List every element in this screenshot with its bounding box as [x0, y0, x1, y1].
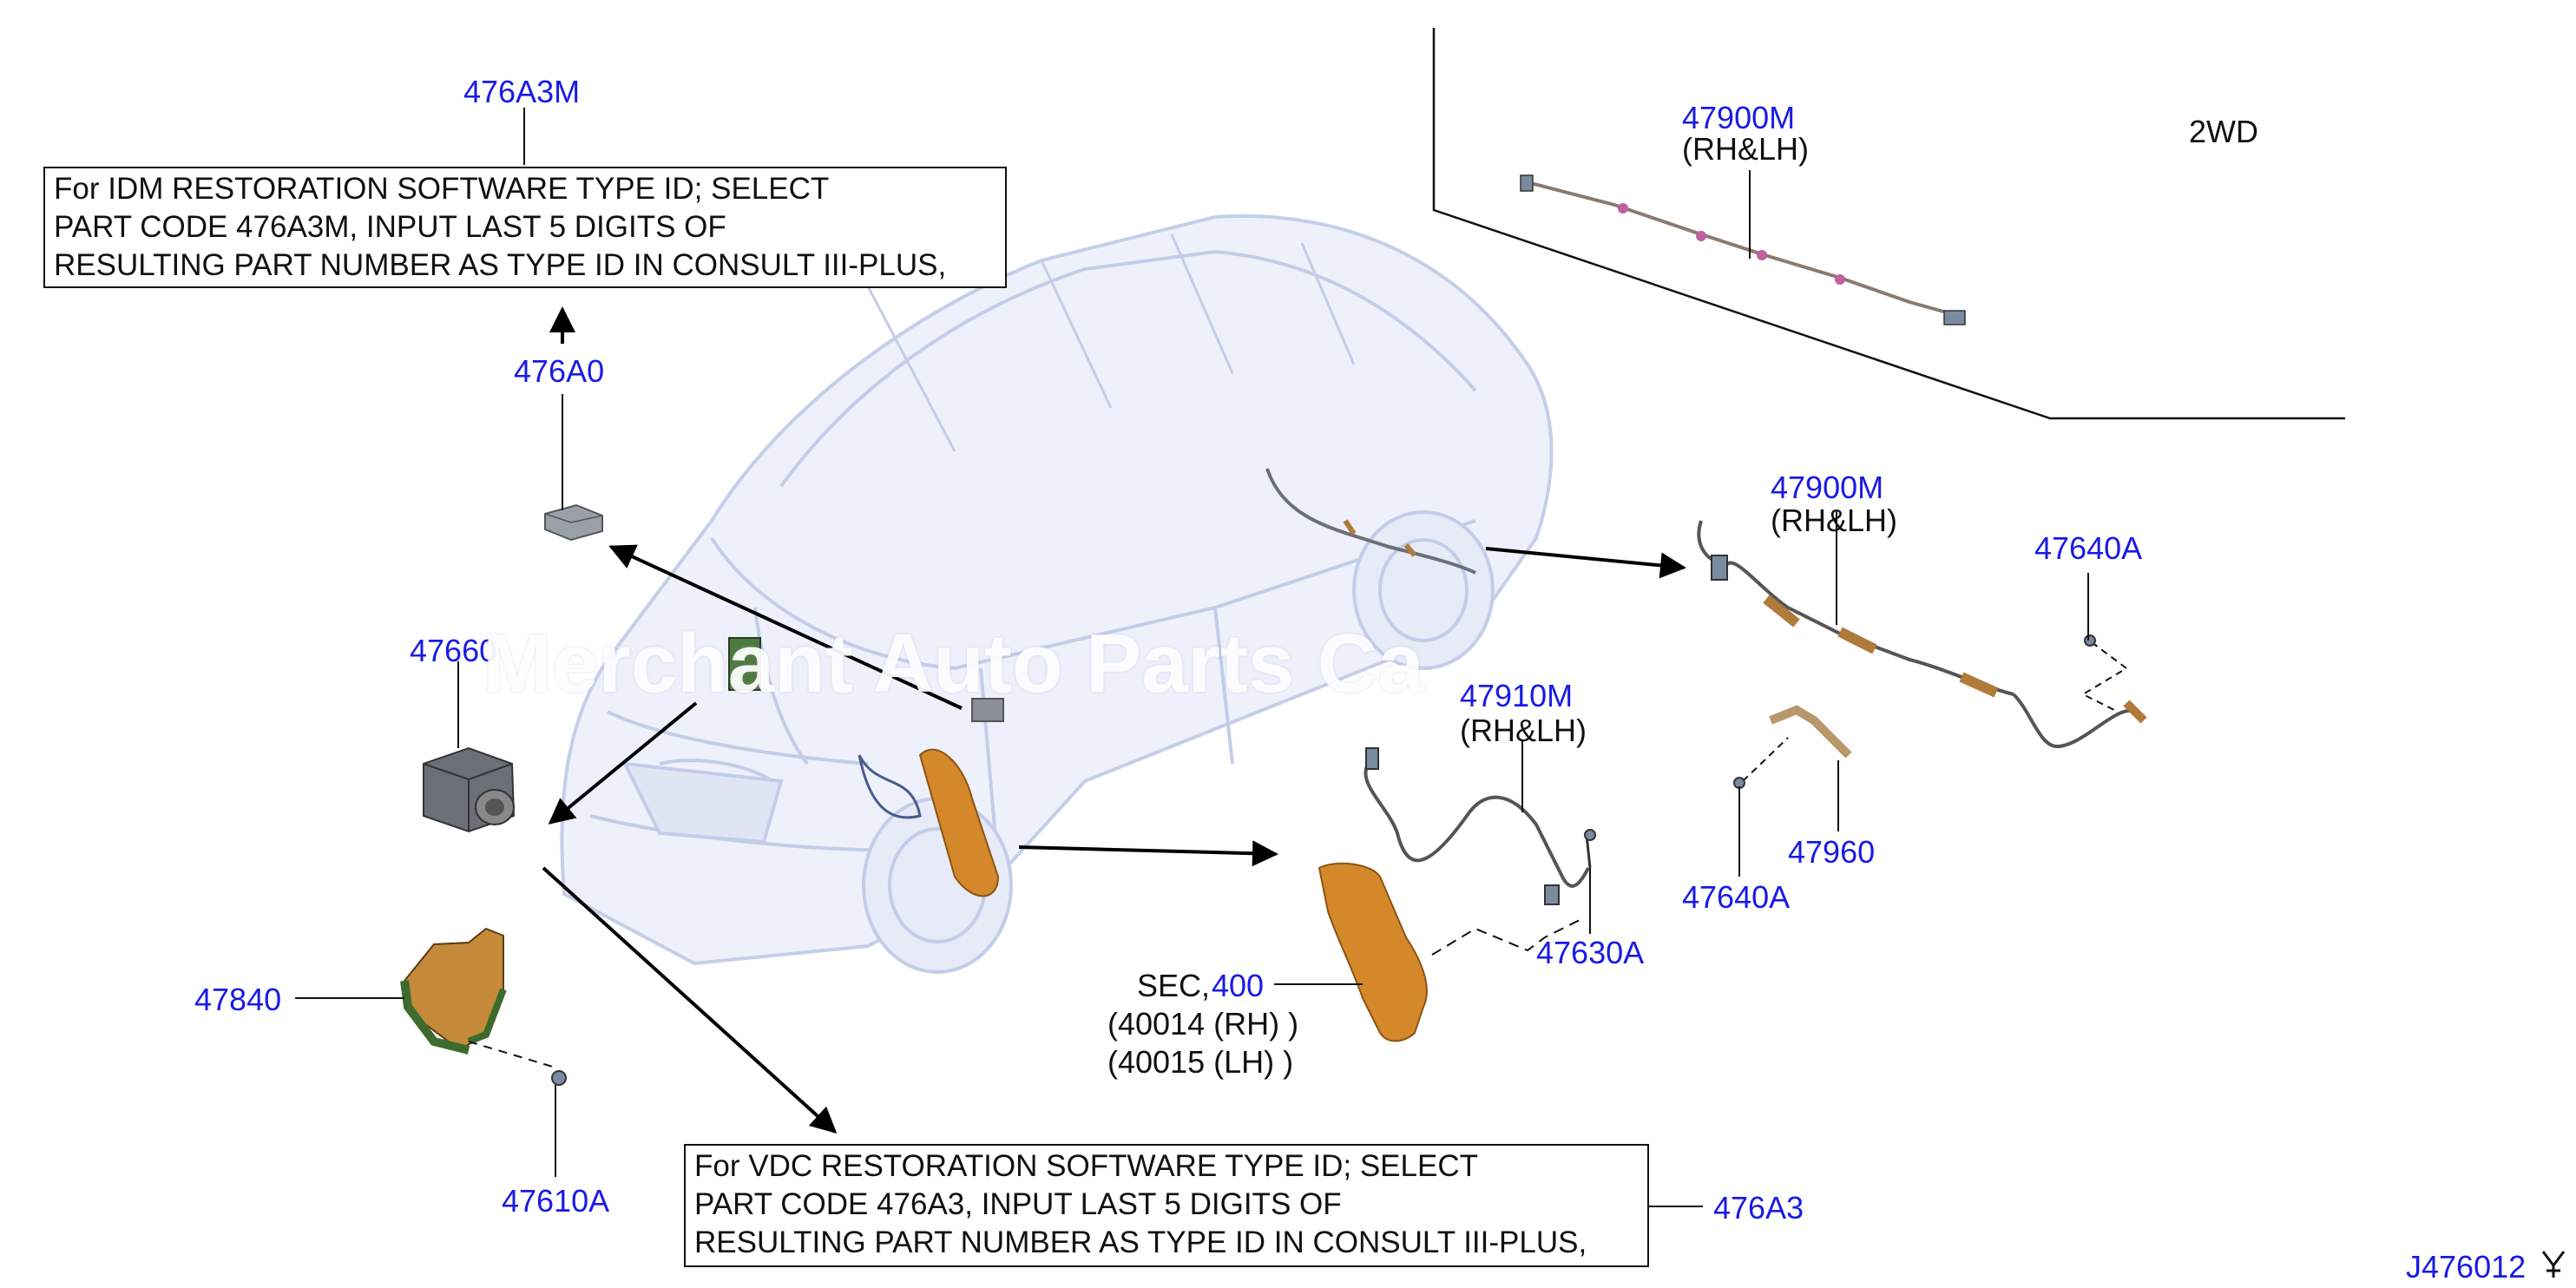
- 2wd-inset-frame: [1432, 28, 2345, 420]
- rear-wheel-sensor-47900M: [1697, 520, 2147, 789]
- label-476A3M[interactable]: 476A3M: [463, 74, 581, 109]
- rhlh-front: (RH&LH): [1460, 713, 1587, 748]
- label-47640A-top[interactable]: 47640A: [2034, 530, 2143, 566]
- actuator-bracket-47840: [400, 927, 567, 1086]
- sec-prefix: SEC,: [1137, 968, 1211, 1003]
- vdc-actuator-47660: [423, 746, 516, 833]
- vdc-note-line-1: For VDC RESTORATION SOFTWARE TYPE ID; SE…: [694, 1149, 1478, 1183]
- label-47900M-2wd[interactable]: 47900M: [1682, 100, 1796, 135]
- steering-knuckle-sec400: [1318, 862, 1580, 1042]
- label-476A0[interactable]: 476A0: [514, 353, 605, 389]
- label-47900M-rear[interactable]: 47900M: [1771, 470, 1884, 505]
- leader-lines: [295, 108, 2089, 1207]
- label-47630A[interactable]: 47630A: [1536, 935, 1645, 970]
- label-476A3[interactable]: 476A3: [1713, 1190, 1804, 1226]
- label-47960[interactable]: 47960: [1788, 834, 1876, 870]
- 2wd-sensor-harness: [1520, 174, 1966, 325]
- rhlh-2wd: (RH&LH): [1682, 131, 1810, 167]
- callout-arrows: [542, 306, 1686, 1134]
- idm-note-line-3: RESULTING PART NUMBER AS TYPE ID IN CONS…: [54, 248, 947, 282]
- drive-symbol-icon: [2541, 1251, 2566, 1278]
- idm-note-line-1: For IDM RESTORATION SOFTWARE TYPE ID; SE…: [54, 172, 830, 206]
- vdc-note-line-2: PART CODE 476A3, INPUT LAST 5 DIGITS OF: [694, 1187, 1342, 1221]
- idm-restoration-note: For IDM RESTORATION SOFTWARE TYPE ID; SE…: [43, 167, 1007, 288]
- label-47640A-bottom[interactable]: 47640A: [1682, 879, 1791, 915]
- label-47910M[interactable]: 47910M: [1460, 678, 1574, 713]
- front-wheel-sensor-47910M: [1364, 747, 1596, 905]
- in-vehicle-components: [728, 468, 1476, 897]
- rhlh-rear: (RH&LH): [1771, 503, 1898, 538]
- idm-note-line-2: PART CODE 476A3M, INPUT LAST 5 DIGITS OF: [54, 210, 726, 244]
- label-47660[interactable]: 47660: [410, 633, 497, 668]
- 2wd-label: 2WD: [2189, 114, 2258, 149]
- label-47610A[interactable]: 47610A: [502, 1183, 610, 1219]
- label-47840[interactable]: 47840: [194, 982, 282, 1017]
- watermark: Merchant Auto Parts Ca: [483, 617, 1424, 710]
- idm-module-476A0: [544, 503, 603, 542]
- sec-lh-part: (40015 (LH) ): [1107, 1044, 1294, 1080]
- vdc-note-line-3: RESULTING PART NUMBER AS TYPE ID IN CONS…: [694, 1226, 1587, 1259]
- label-sec-400[interactable]: 400: [1212, 968, 1265, 1003]
- sec-rh-part: (40014 (RH) ): [1107, 1006, 1299, 1042]
- vdc-restoration-note: For VDC RESTORATION SOFTWARE TYPE ID; SE…: [684, 1144, 1649, 1267]
- diagram-code: J476012: [2406, 1249, 2527, 1285]
